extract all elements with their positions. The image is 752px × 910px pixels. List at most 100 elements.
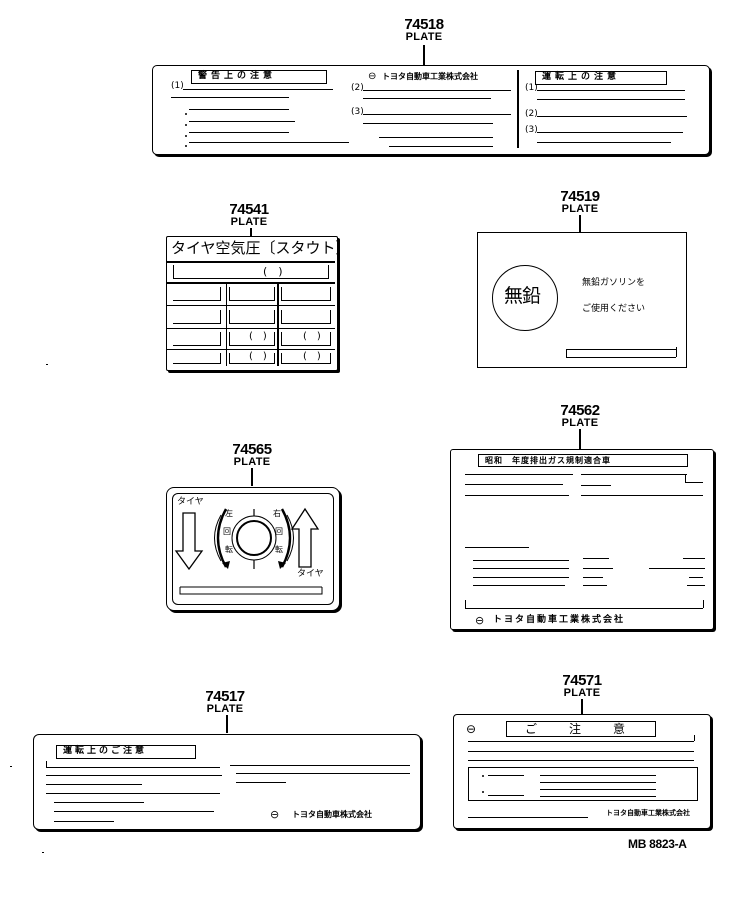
plate-header: 昭和 年度排出ガス規制適合車 [478,454,688,467]
plate-74541: タイヤ空気圧〔スタウト〕 ( ) ( ) ( ) ( ) ( ) [166,236,351,371]
part-label: PLATE [561,203,599,215]
leader-74541 [250,228,252,236]
plate-mark: (3) [525,125,538,135]
text-line [230,765,410,766]
plate-divider [517,70,519,148]
rotation-diagram [174,507,323,595]
plate-74518: 警告上の注意 (1) ⊖ トヨタ自動車工業株式会社 (2) (3) 運転上の注意… [152,65,710,155]
text-line [689,577,703,578]
cell-box [281,287,331,301]
paren: ( ) [303,351,321,362]
text-line [649,568,705,569]
bracket [465,600,466,608]
tire-label-left: タイヤ [177,497,204,507]
text-line [54,802,144,803]
text-line [537,116,687,117]
text-line [683,558,705,559]
text-line [363,123,493,124]
toyota-logo-icon: ⊖ [270,808,280,821]
bullet [185,124,187,126]
scan-speck [42,852,44,853]
text-line [488,795,524,796]
rot-char: 回 [223,527,231,536]
row-box [173,265,329,279]
cell-box [229,310,275,324]
inner-frame [172,493,334,605]
text-line [189,142,349,143]
grid-line [167,349,335,350]
plate-title: タイヤ空気圧〔スタウト〕 [171,239,351,257]
part-label: PLATE [563,687,601,699]
plate-mark: (2) [525,109,538,119]
title-underline [167,261,335,263]
text-line [473,585,565,586]
cell-box [229,353,275,364]
part-label: PLATE [561,417,599,429]
callout-74562: 74562 PLATE [548,403,612,429]
callout-74517: 74517 PLATE [193,689,257,715]
rotate-left-icon [216,508,228,568]
rot-char: 転 [225,545,233,554]
maker-name: トヨタ自動車株式会社 [292,810,372,819]
text-line [473,577,569,578]
part-number: 74518 [404,16,444,33]
grid-line [167,282,335,284]
part-number: 74571 [562,672,602,689]
maker-name: トヨタ自動車工業株式会社 [493,615,626,625]
part-label: PLATE [206,703,244,715]
text-line [183,89,333,90]
plate-header: 警告上の注意 [191,70,327,84]
plate-header: ご 注 意 [506,721,656,737]
leader-74562 [579,429,581,449]
text-line [468,751,694,752]
rot-char: 左 [225,509,233,518]
bullet [482,775,484,777]
cell-box [173,287,221,301]
leader-74565 [251,468,253,486]
cell-box [173,332,221,346]
part-label: PLATE [405,31,443,43]
part-number: 74517 [205,688,245,705]
rot-char: 回 [275,527,283,536]
plate-74562: 昭和 年度排出ガス規制適合車 ⊖ トヨタ自動車工業株式会社 [450,449,714,630]
bullet [482,791,484,793]
paren: ( ) [303,331,321,342]
text-line [468,741,694,742]
text-line [465,484,563,485]
text-line [46,784,142,785]
text-line [566,357,676,358]
text-line [685,482,703,483]
part-number: 74565 [232,441,272,458]
leader-74519 [579,215,581,232]
paren: ( ) [249,351,267,362]
plate-mark: (1) [171,81,184,91]
text-line [363,98,491,99]
plate-74517: 運転上のご注意 ⊖ トヨタ自動車株式会社 [33,734,421,830]
cell-box [173,310,221,324]
text-line [583,558,609,559]
rot-char: 転 [275,545,283,554]
cell-box [281,332,331,346]
part-number: 74519 [560,188,600,205]
bracket [46,761,47,767]
callout-74565: 74565 PLATE [220,442,284,468]
text-line [465,495,569,496]
hub-circle [236,520,272,556]
drawing-reference: MB 8823-A [628,837,687,851]
grid-divider [226,282,227,366]
inner-frame [468,767,698,801]
circle-text: 無鉛 [504,285,541,307]
text-line [537,132,683,133]
rot-char: 右 [273,509,281,518]
callout-74571: 74571 PLATE [550,673,614,699]
text-line [465,608,703,609]
plate-mark: (1) [525,83,538,93]
text-line [189,132,289,133]
text-line [583,585,607,586]
callout-74519: 74519 PLATE [548,189,612,215]
text-line [488,775,524,776]
plate-mark: (2) [351,83,364,93]
text-line [540,789,656,790]
text-line [537,90,685,91]
bracket [703,600,704,608]
